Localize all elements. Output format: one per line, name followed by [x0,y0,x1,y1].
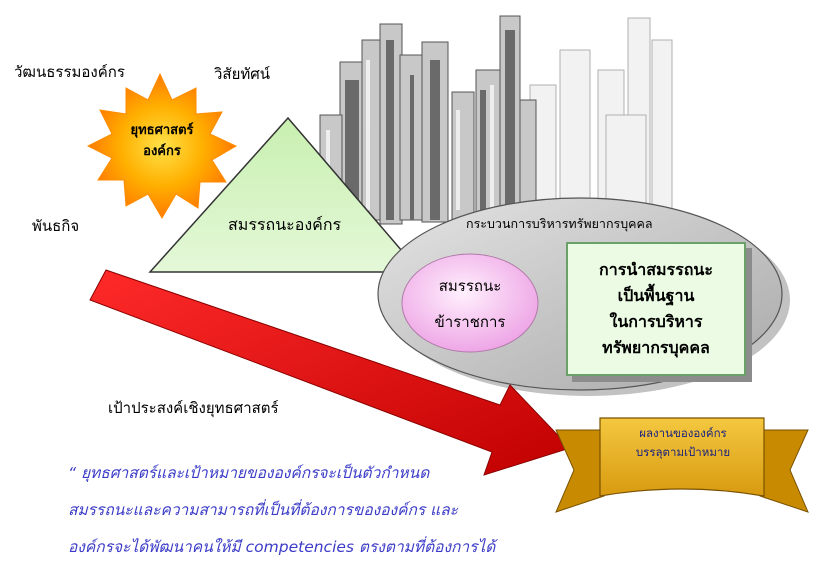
banner-line-1: ผลงานขององค์กร [639,426,727,440]
organization-result-banner [555,417,809,513]
banner-line-2: บรรลุตามเป้าหมาย [635,445,731,459]
pink-line-1: สมรรถนะ [438,277,502,295]
quote-line-2: สมรรถนะและความสามารถที่เป็นที่ต้องการของ… [68,501,458,519]
green-line-3: ในการบริหาร [609,312,703,331]
green-line-4: ทรัพยากรบุคคล [602,338,710,357]
sun-text: ยุทธศาสตร์ องค์กร [112,120,212,162]
banner-text: ผลงานขององค์กร บรรลุตามเป้าหมาย [608,424,758,462]
green-line-2: เป็นพื้นฐาน [617,286,695,305]
triangle-label: สมรรถนะองค์กร [228,215,342,234]
hr-foundation-box: การนำสมรรถนะ เป็นพื้นฐาน ในการบริหาร ทรั… [566,242,746,376]
strategy-sun-burst [86,72,238,219]
strategic-goal-label: เป้าประสงค์เชิงยุทธศาสตร์ [108,399,279,417]
mission-label: พันธกิจ [32,217,80,235]
city-skyline-illustration [319,15,673,226]
green-line-1: การนำสมรรถนะ [599,260,713,279]
culture-label: วัฒนธรรมองค์กร [14,63,125,81]
ellipse-title: กระบวนการบริหารทรัพยากรบุคคล [466,216,653,231]
organization-competency-triangle [148,116,422,273]
quote-line-1: “ ยุทธศาสตร์และเป้าหมายขององค์กรจะเป็นตั… [68,464,430,482]
sun-line-1: ยุทธศาสตร์ [130,123,194,138]
quote-line-3: องค์กรจะได้พัฒนาคนให้มี competencies ตรง… [68,538,496,556]
strategic-goal-arrow [89,269,571,476]
pink-line-2: ข้าราชการ [434,313,506,331]
vision-label: วิสัยทัศน์ [214,65,271,83]
pink-text: สมรรถนะ ข้าราชการ [400,268,540,340]
sun-line-2: องค์กร [143,144,181,159]
civil-servant-competency-ellipse [401,253,539,353]
